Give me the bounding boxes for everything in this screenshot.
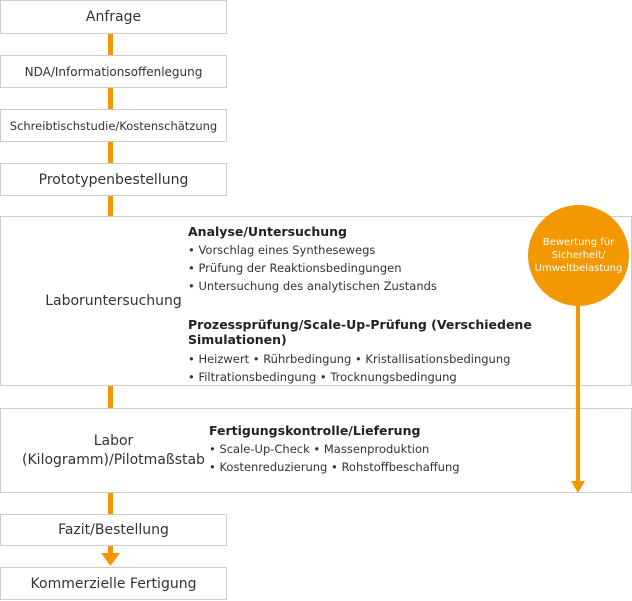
- connector-labor-pilot: [108, 385, 113, 408]
- assessment-circle: Bewertung für Sicherheit/ Umweltbelastun…: [528, 205, 629, 306]
- assessment-arrow-head-icon: [571, 481, 585, 493]
- step-fazit: Fazit/Bestellung: [0, 514, 227, 546]
- step-schreibtisch-label: Schreibtischstudie/Kostenschätzung: [9, 118, 218, 133]
- connector-fazit-kommerziell: [108, 545, 113, 555]
- assessment-arrow-line: [576, 300, 580, 483]
- step-kommerziell-label: Kommerzielle Fertigung: [30, 575, 197, 592]
- labor-section-prozess: Prozessprüfung/Scale-Up-Prüfung (Verschi…: [188, 317, 608, 386]
- prozess-line-2: • Filtrationsbedingung • Trocknungsbedin…: [188, 370, 457, 384]
- step-kommerziell: Kommerzielle Fertigung: [0, 567, 227, 600]
- connector-anfrage-nda: [108, 34, 113, 56]
- prozess-line-1: • Heizwert • Rührbedingung • Kristallisa…: [188, 352, 511, 366]
- connector-pilot-fazit: [108, 492, 113, 514]
- labor-section-analyse: Analyse/Untersuchung • Vorschlag eines S…: [188, 224, 518, 295]
- analyse-item-2: • Prüfung der Reaktionsbedingungen: [188, 261, 402, 275]
- stage-laboruntersuchung-label: Laboruntersuchung: [0, 216, 227, 386]
- step-nda: NDA/Informationsoffenlegung: [0, 55, 227, 88]
- stage-pilotmassstab: [0, 408, 632, 493]
- assessment-line-1: Bewertung für: [542, 237, 615, 248]
- stage-laboruntersuchung: [0, 216, 632, 386]
- step-nda-label: NDA/Informationsoffenlegung: [24, 64, 203, 79]
- step-anfrage: Anfrage: [0, 0, 227, 34]
- arrow-down-icon: [101, 553, 120, 566]
- assessment-line-3: Umweltbelastung: [534, 263, 623, 274]
- step-fazit-label: Fazit/Bestellung: [58, 522, 169, 538]
- fertigung-title: Fertigungskontrolle/Lieferung: [209, 423, 421, 438]
- connector-schreibtisch-prototyp: [108, 142, 113, 164]
- step-anfrage-label: Anfrage: [85, 9, 142, 25]
- analyse-item-3: • Untersuchung des analytischen Zustands: [188, 279, 437, 293]
- pilot-section-fertigung: Fertigungskontrolle/Lieferung • Scale-Up…: [209, 423, 529, 476]
- step-schreibtisch: Schreibtischstudie/Kostenschätzung: [0, 109, 227, 142]
- connector-nda-schreibtisch: [108, 88, 113, 110]
- analyse-title: Analyse/Untersuchung: [188, 224, 347, 239]
- step-prototyp-label: Prototypenbestellung: [38, 171, 189, 188]
- prozess-title: Prozessprüfung/Scale-Up-Prüfung (Verschi…: [188, 317, 532, 347]
- connector-prototyp-labor: [108, 196, 113, 216]
- pilot-label-line1: Labor: [93, 432, 134, 449]
- analyse-item-1: • Vorschlag eines Synthesewegs: [188, 243, 376, 257]
- fertigung-line-2: • Kostenreduzierung • Rohstoffbeschaffun…: [209, 460, 460, 474]
- pilot-label-line2: (Kilogramm)/Pilotmaßstab: [22, 451, 205, 468]
- laboruntersuchung-text: Laboruntersuchung: [45, 292, 182, 309]
- step-prototyp: Prototypenbestellung: [0, 163, 227, 196]
- fertigung-line-1: • Scale-Up-Check • Massenproduktion: [209, 442, 430, 456]
- assessment-line-2: Sicherheit/: [551, 250, 606, 261]
- stage-pilotmassstab-label: Labor (Kilogramm)/Pilotmaßstab: [0, 408, 227, 493]
